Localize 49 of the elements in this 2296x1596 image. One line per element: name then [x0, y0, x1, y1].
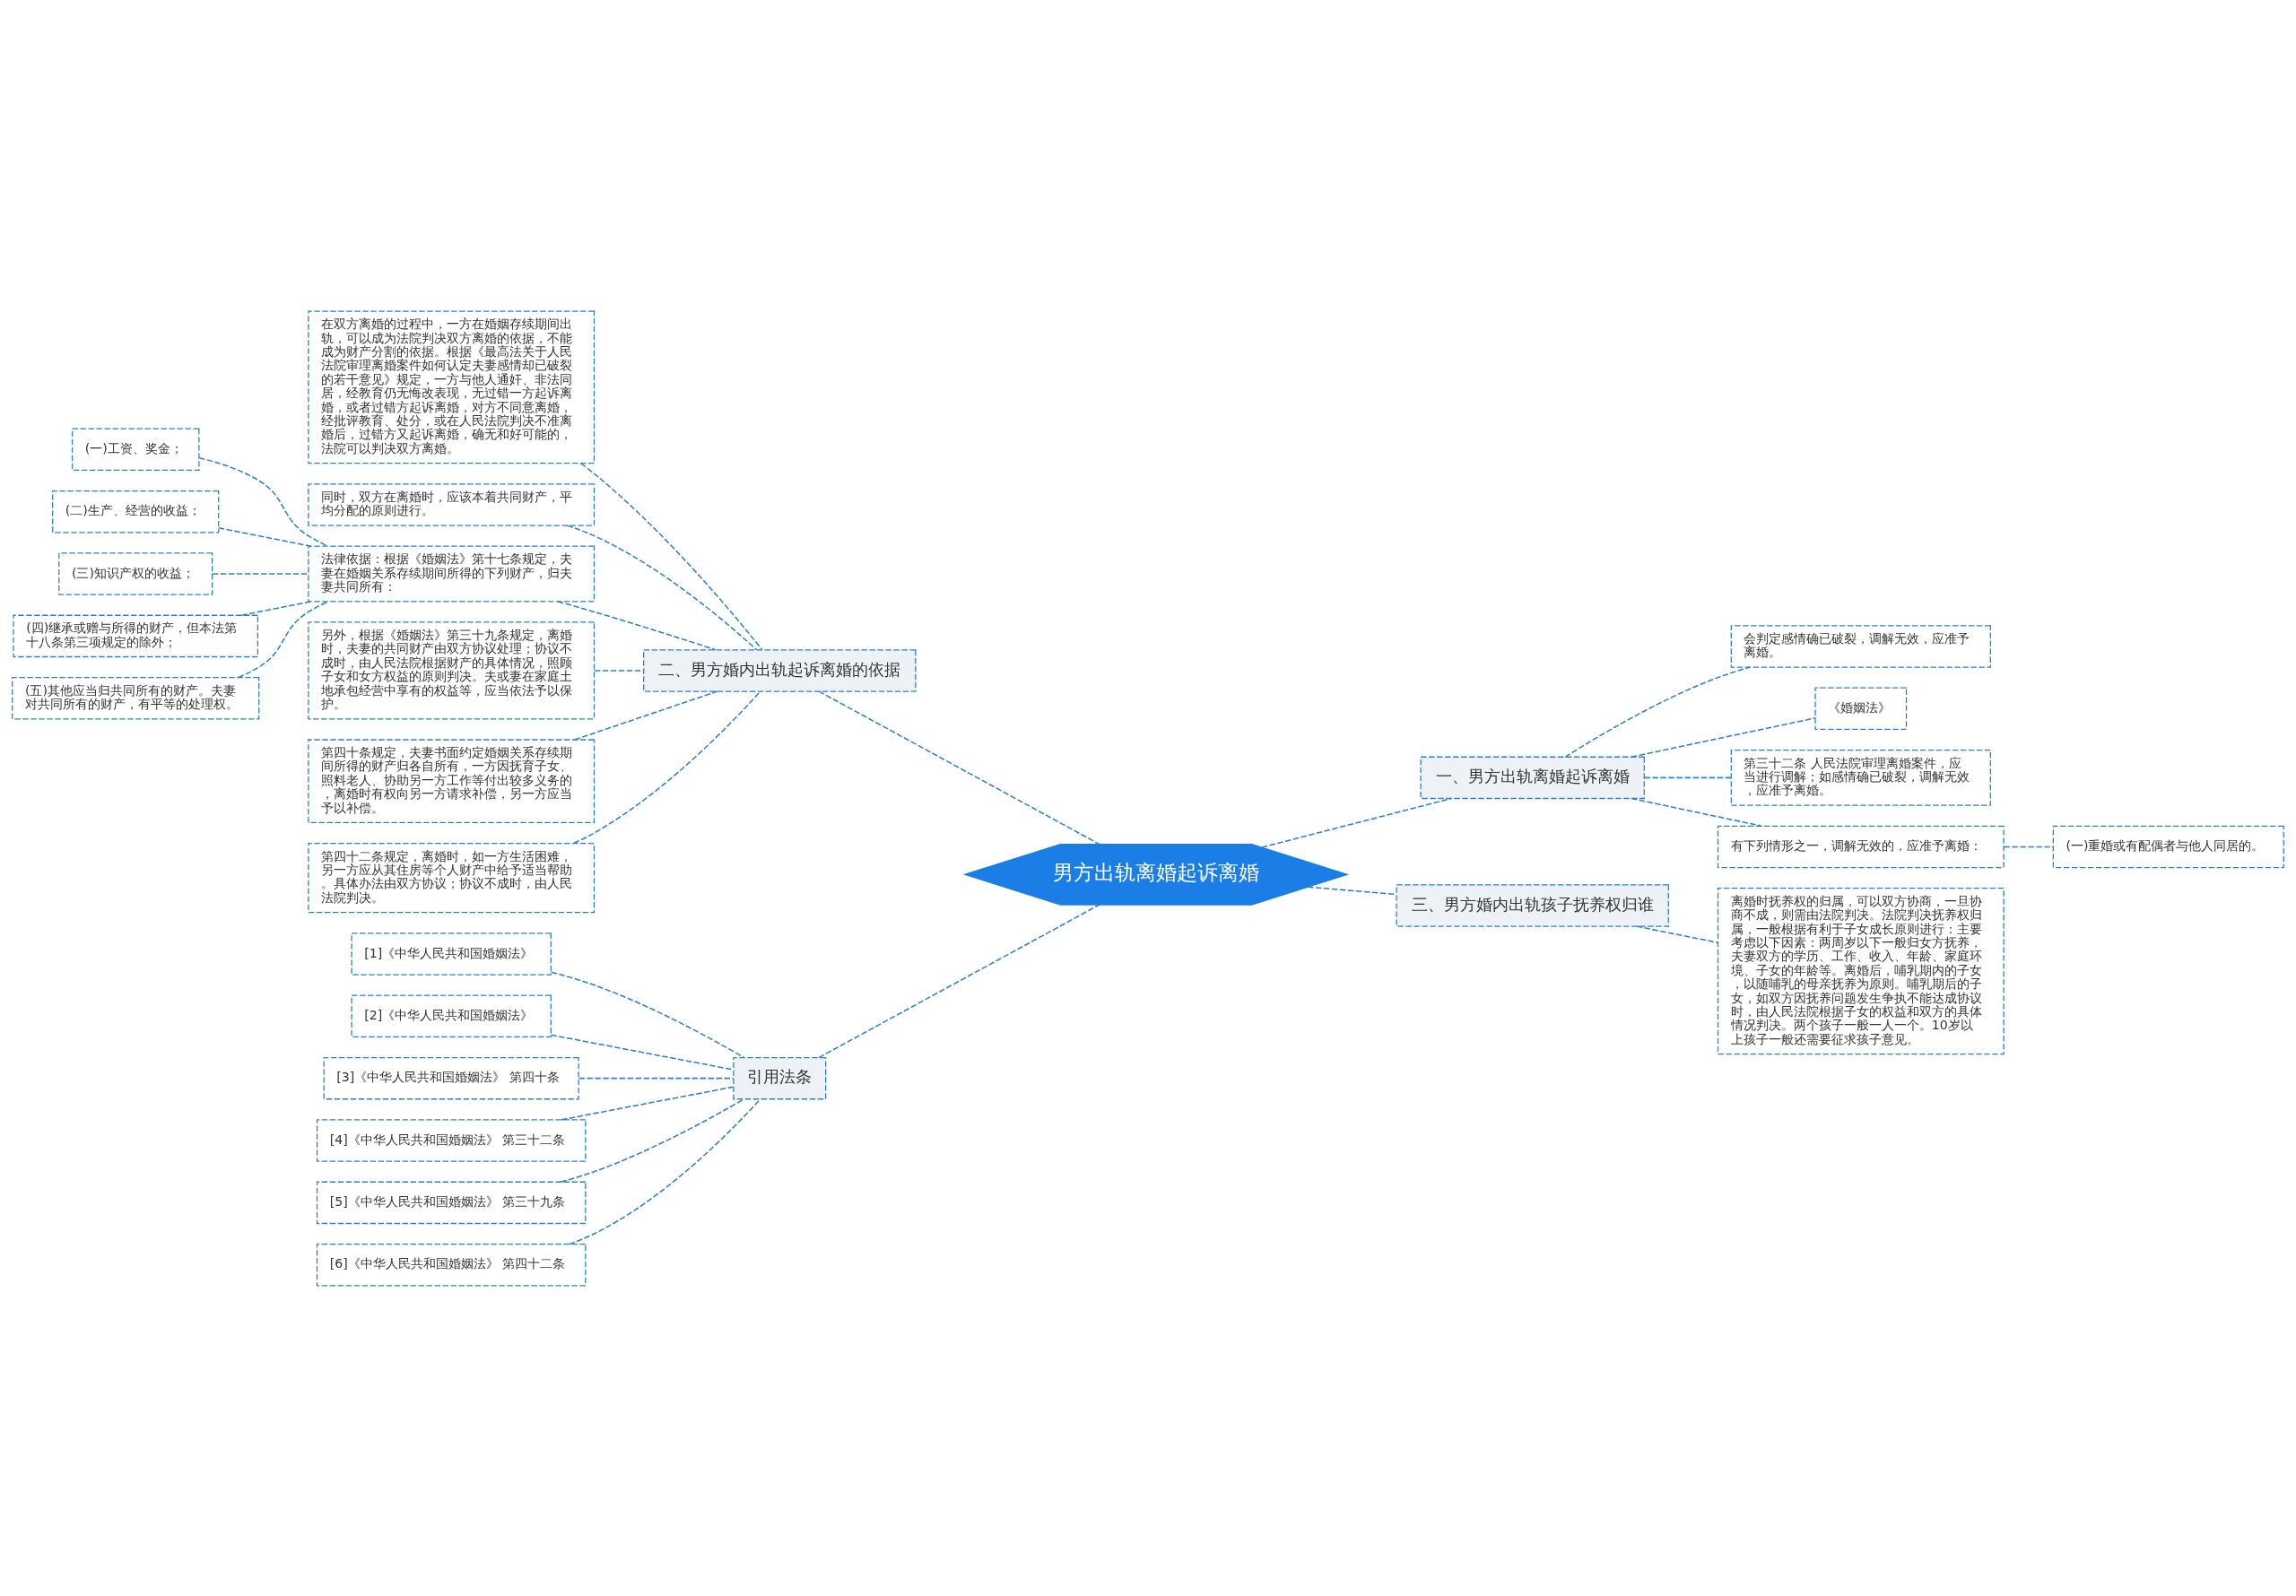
connector — [572, 690, 761, 844]
connector — [574, 690, 718, 741]
node-box: (一)工资、奖金； — [71, 428, 200, 471]
node-box: [3]《中华人民共和国婚姻法》 第四十条 — [323, 1056, 579, 1099]
connector — [1643, 776, 1732, 778]
node-box: [4]《中华人民共和国婚姻法》 第三十二条 — [316, 1118, 587, 1162]
connector — [1261, 797, 1452, 848]
node-box: [1]《中华人民共和国婚姻法》 — [351, 932, 552, 976]
node-box: 一、男方出轨离婚起诉离婚 — [1420, 756, 1645, 799]
connector — [568, 1097, 761, 1245]
connector — [1564, 665, 1752, 758]
connector — [818, 903, 1100, 1058]
node-box: [6]《中华人民共和国婚姻法》 第四十二条 — [316, 1243, 587, 1286]
node-box: (五)其他应当归共同所有的财产。夫妻对共同所有的财产，有平等的处理权。 — [12, 676, 260, 719]
connector — [237, 600, 329, 678]
node-box: (一)重婚或有配偶者与他人同居的。 — [2052, 825, 2284, 868]
node-box: 《婚姻法》 — [1814, 687, 1908, 730]
connector — [594, 669, 645, 672]
node-box: (四)继承或赠与所得的财产，但本法第十八条第三项规定的除外； — [13, 614, 258, 657]
connector — [818, 690, 1100, 845]
node-box: 第四十二条规定，离婚时，如一方生活困难，另一方应从其住房等个人财产中给予适当帮助。具体办法由双方协议；协议不成时，由人民法院判决。 — [308, 842, 596, 913]
node-box: 同时，双方在离婚时，应该本着共同财产，平均分配的原则进行。 — [308, 482, 596, 526]
node-box: [5]《中华人民共和国婚姻法》 第三十九条 — [316, 1181, 587, 1224]
connector — [566, 524, 758, 650]
node-box: 引用法条 — [733, 1056, 827, 1099]
node-box: 离婚时抚养权的归属，可以双方协商，一旦协商不成，则需由法院判决。法院判决抚养权归属，一般根据有利于子女成长原则进行：主要考虑以下因素：两周岁以下一般归女方抚养，夫妻双方的学历、工作、收入、年龄、家庭环境、子女的年龄等。离婚后，哺乳期内的子女，以随哺乳的母亲抚养为原则。哺乳期后的子女，如双方因抚养问题发生争执不能达成协议时，由人民法院根据子女的权益和双方的具体情况判决。两个孩子一般一人一个。10岁以上孩子一般还需要征求孩子意见。 — [1717, 887, 2005, 1054]
node-box: (二)生产、经营的收益； — [52, 490, 220, 533]
node-box: 在双方离婚的过程中，一方在婚姻存续期间出轨，可以成为法院判决双方离婚的依据，不能成为财产分割的依据。根据《最高法关于人民法院审理离婚案件如何认定夫妻感情却已破裂的若干意见》规定，一方与他人通奸、非法同居，经教育仍无悔改表现，无过错一方起诉离婚，或者过错方起诉离婚，对方不同意离婚，经批评教育、处分，或在人民法院判决不准离婚后，过错方又起诉离婚，确无和好可能的，法院可以判决双方离婚。 — [308, 310, 596, 464]
node-box: 第三十二条 人民法院审理离婚案件，应当进行调解；如感情确已破裂，调解无效，应准予离婚。 — [1730, 749, 1991, 806]
node-box: 会判定感情确已破裂，调解无效，应准予离婚。 — [1730, 624, 1991, 668]
node-box: (三)知识产权的收益； — [58, 551, 213, 595]
node-box: 三、男方婚内出轨孩子抚养权归谁 — [1396, 883, 1669, 927]
connector — [1636, 924, 1719, 943]
node-box: 第四十条规定，夫妻书面约定婚姻关系存续期间所得的财产归各自所有，一方因抚育子女、照料老人、协助另一方工作等付出较多义务的，离婚时有权向另一方请求补偿，另一方应当予以补偿。 — [308, 738, 596, 823]
connector — [2003, 846, 2054, 847]
connector — [578, 1077, 735, 1079]
connector — [560, 1097, 745, 1183]
connector — [218, 526, 312, 547]
node-box: 法律依据：根据《婚姻法》第十七条规定，夫妻在婚姻关系存续期间所得的下列财产，归夫妻共同所有： — [308, 545, 596, 602]
connector — [561, 1086, 735, 1121]
node-box: 二、男方婚内出轨起诉离婚的依据 — [643, 648, 917, 692]
connector — [550, 971, 745, 1058]
connector — [580, 462, 763, 650]
node-box: [2]《中华人民共和国婚姻法》 — [351, 994, 552, 1037]
connector — [1631, 716, 1816, 758]
node-box: 另外，根据《婚姻法》第三十九条规定，离婚时，夫妻的共同财产由双方协议处理；协议不成时，由人民法院根据财产的具体情况，照顾子女和女方权益的原则判决。夫或妻在家庭土地承包经营中享有的权益等，应当依法予以保护。 — [308, 620, 596, 719]
node-box: 有下列情形之一，调解无效的，应准予离婚： — [1717, 825, 2005, 868]
connector — [240, 600, 311, 616]
connector — [212, 572, 309, 575]
